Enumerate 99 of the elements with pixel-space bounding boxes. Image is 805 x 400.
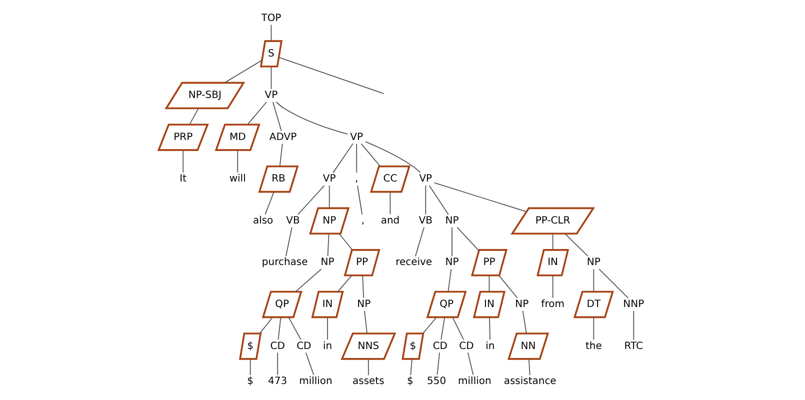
connector — [357, 185, 363, 215]
connector — [448, 268, 452, 292]
connector — [327, 234, 330, 257]
node-text: NP — [445, 257, 459, 268]
node-text: and — [380, 215, 400, 226]
connector — [364, 310, 368, 334]
node-text: NP — [586, 257, 600, 268]
node-text: CD — [432, 340, 448, 352]
connector — [360, 143, 380, 167]
connector — [259, 317, 273, 334]
connector — [434, 182, 527, 212]
connector — [278, 56, 384, 94]
node-text: also — [252, 215, 274, 226]
connector — [327, 317, 328, 340]
node-text: TOP — [261, 12, 282, 24]
connector — [488, 275, 490, 292]
node-text: CD — [270, 340, 285, 352]
node-text: VP — [322, 174, 336, 185]
connector — [368, 358, 369, 376]
connector — [305, 352, 314, 376]
connector — [522, 310, 527, 334]
connector — [528, 358, 530, 376]
connector — [452, 317, 464, 340]
connector — [467, 352, 474, 376]
connector — [410, 358, 412, 376]
connector — [270, 66, 272, 90]
connector — [224, 60, 262, 84]
connector — [189, 108, 199, 125]
connector — [337, 275, 352, 292]
node-text: million — [458, 376, 492, 388]
connector — [422, 317, 437, 334]
node-text: assets — [352, 376, 384, 388]
node-text: VB — [418, 215, 432, 226]
connector — [425, 185, 426, 215]
node-text: VP — [264, 90, 278, 102]
node-text: VB — [286, 215, 300, 226]
node-text: NP — [445, 215, 459, 226]
connector — [598, 268, 629, 298]
connector — [298, 185, 325, 215]
node-text: , — [355, 174, 358, 185]
connector — [338, 234, 353, 250]
node-text: RTC — [624, 340, 643, 352]
node-text: It — [180, 174, 187, 185]
connector — [264, 192, 274, 215]
connector — [428, 185, 449, 215]
connector — [364, 141, 421, 173]
connector — [278, 317, 282, 340]
node-text: in — [486, 340, 495, 352]
node-text: , — [361, 215, 365, 226]
node-text: NP — [320, 257, 334, 268]
connector — [182, 150, 184, 173]
node-text: NP — [515, 299, 529, 310]
node-text: $ — [407, 376, 414, 388]
node-text: VP — [419, 174, 432, 185]
connector — [332, 143, 354, 174]
node-text: VP — [350, 132, 364, 143]
connector — [633, 310, 634, 340]
node-text: receive — [396, 257, 432, 268]
connector — [552, 275, 554, 298]
node-text: NP — [357, 299, 371, 310]
connector — [415, 226, 424, 257]
node-text: million — [299, 376, 332, 388]
node-text: the — [585, 340, 602, 352]
connector — [270, 24, 272, 42]
node-text: from — [541, 299, 564, 310]
connector — [498, 275, 518, 298]
node-text: will — [229, 174, 246, 185]
connector — [277, 352, 278, 376]
connector — [328, 185, 330, 208]
connector — [247, 102, 267, 125]
connector — [250, 358, 251, 376]
node-text: NNP — [623, 299, 644, 310]
connector — [276, 102, 348, 135]
connector — [456, 226, 480, 252]
node-text: CD — [459, 340, 474, 352]
node-text: ADVP — [269, 132, 297, 143]
node-text: in — [322, 340, 332, 352]
node-text: 550 — [427, 376, 446, 388]
node-text: CD — [296, 340, 312, 352]
connector — [593, 317, 594, 340]
node-text: 473 — [268, 376, 288, 388]
connector — [237, 150, 238, 173]
connector — [272, 102, 282, 132]
connector — [440, 317, 446, 340]
connector — [489, 317, 490, 340]
connector — [286, 226, 292, 257]
node-text: purchase — [262, 257, 308, 268]
connector — [295, 268, 322, 292]
connector — [436, 352, 440, 376]
connector — [593, 268, 594, 292]
node-text: $ — [247, 376, 254, 388]
connector — [362, 275, 364, 298]
node-text: assistance — [504, 376, 556, 388]
connector — [564, 234, 588, 257]
connector — [279, 143, 283, 167]
connector — [356, 143, 358, 174]
connector — [390, 192, 391, 215]
connector — [552, 234, 554, 250]
connector — [288, 317, 302, 340]
